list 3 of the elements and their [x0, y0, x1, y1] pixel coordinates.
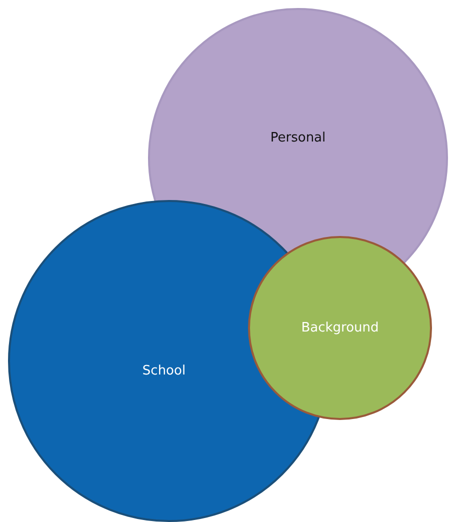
venn-label: School [142, 364, 186, 378]
venn-label: Background [301, 320, 379, 336]
venn-label: Personal [270, 130, 326, 146]
